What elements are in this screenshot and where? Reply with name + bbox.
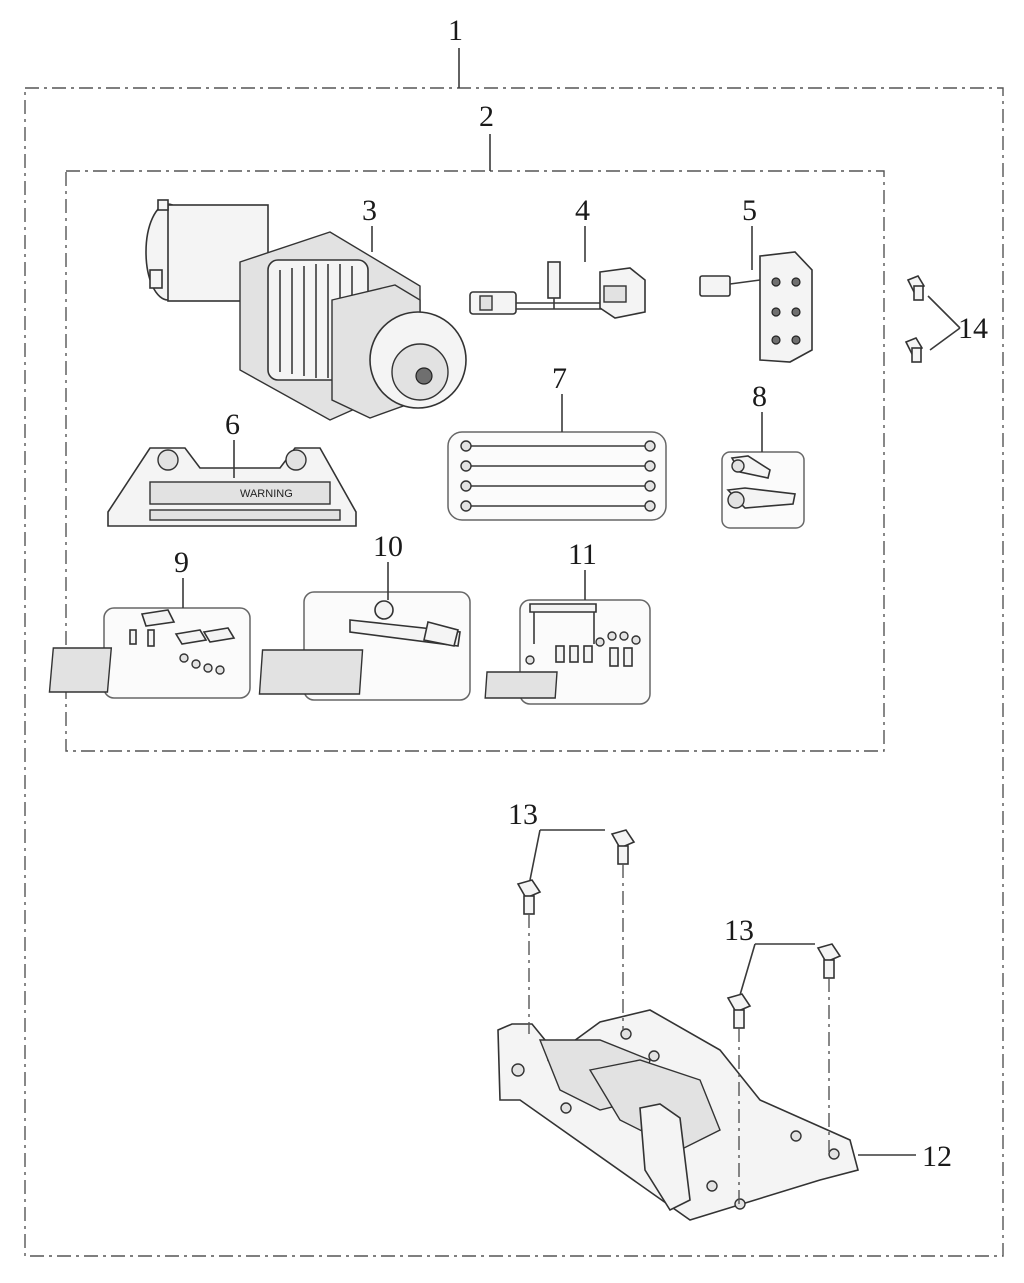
callout-7: 7 xyxy=(552,362,567,395)
callout-1: 1 xyxy=(448,14,463,47)
callout-14: 14 xyxy=(958,312,988,345)
flange-bolts-part-13-left xyxy=(516,829,636,915)
battery-cables-part-7 xyxy=(447,431,667,521)
callout-13-left: 13 xyxy=(508,798,538,831)
callout-12: 12 xyxy=(922,1140,952,1173)
callout-9: 9 xyxy=(174,546,189,579)
fastener-kit-part-11 xyxy=(484,599,651,705)
callout-4: 4 xyxy=(575,194,590,227)
callout-6: 6 xyxy=(225,408,240,441)
callout-2: 2 xyxy=(479,100,494,133)
mount-plate-part-6: WARNING xyxy=(107,447,357,527)
winch-part-3 xyxy=(145,199,467,421)
callout-5: 5 xyxy=(742,194,757,227)
callout-11: 11 xyxy=(568,538,597,571)
callout-10: 10 xyxy=(373,530,403,563)
kit-boundary-2 xyxy=(65,170,885,752)
assembly-boundary-1 xyxy=(24,87,1004,1257)
contactor-part-5 xyxy=(699,251,813,363)
hardware-kit-part-9 xyxy=(48,607,251,699)
hook-strap-part-10 xyxy=(258,591,471,701)
callout-13-right: 13 xyxy=(724,914,754,947)
warning-decal-text: WARNING xyxy=(240,488,293,500)
callout-3: 3 xyxy=(362,194,377,227)
handle-part-8 xyxy=(721,451,805,529)
mount-bracket-part-12 xyxy=(497,1009,859,1221)
switch-harness-part-4 xyxy=(469,261,646,319)
flange-bolts-part-13-right xyxy=(726,943,842,1029)
callout-8: 8 xyxy=(752,380,767,413)
bolts-part-14 xyxy=(904,275,926,363)
